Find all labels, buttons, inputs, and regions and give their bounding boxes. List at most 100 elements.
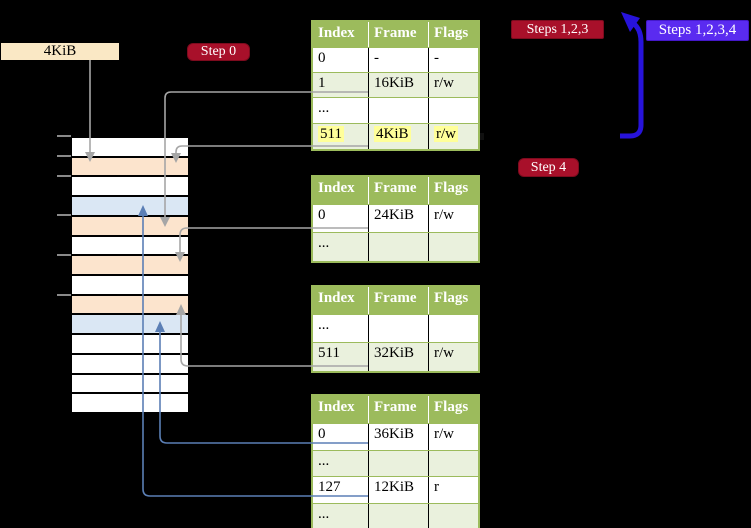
table-cell: 511 [313,123,369,149]
table-cell: r/w [434,75,454,92]
step-4-label: Step 4 [518,158,579,177]
table-cell: Frame [369,396,429,423]
table-cell [429,504,478,528]
frame-size-label: 4KiB [1,43,119,60]
table-cell: Index [313,22,369,47]
memory-frame-row [72,236,188,257]
table-cell [429,98,478,122]
table-cell: 511 [313,343,369,371]
table-cell: r/w [429,124,478,149]
table-cell [429,233,478,261]
table-cell: r [434,479,439,495]
tick-mark [57,155,71,157]
physical-memory-stack [70,136,190,414]
table-cell: Index [313,396,369,423]
memory-frame-row [72,157,188,178]
table-cell: r/w [434,426,454,442]
memory-frame-row [72,256,188,277]
table-cell [369,450,429,476]
table-cell: ... [313,450,369,476]
table-cell: Frame [369,287,429,314]
table-cell: 0 [313,424,369,450]
table-cell: 12KiB [369,477,429,503]
memory-frame-row [72,295,188,316]
memory-frame-row [72,138,188,158]
table-cell [369,233,429,261]
table-cell: 36KiB [369,424,429,450]
tick-mark [57,214,71,216]
tick-mark [57,254,71,256]
table-cell: Frame [369,177,429,204]
table-cell: Flags [434,399,469,415]
tick-mark [57,175,71,177]
table-cell: Flags [434,180,469,196]
table-row: ... [313,233,478,261]
steps-loop-arrow [620,21,644,139]
table-cell [369,503,429,528]
table-cell: ... [313,315,369,342]
memory-frame-row [72,374,188,395]
arrow-nub [480,133,484,140]
tick-mark [57,294,71,296]
table-cell [369,315,429,342]
table-cell: ... [313,98,369,123]
arrowhead-upleft-icon [621,12,640,32]
table-cell: 16KiB [369,73,429,98]
table-cell: ... [313,233,369,261]
table-cell: 1 [313,73,369,98]
table-row: ... [313,315,478,343]
table-cell: 24KiB [369,205,429,232]
memory-frame-row [72,197,188,217]
steps-1234-label: Steps 1,2,3,4 [646,20,749,41]
table-cell [429,315,478,342]
table-cell: - [369,48,429,73]
table-row: ... [313,450,478,477]
steps-123-label: Steps 1,2,3 [511,20,604,39]
table-row: 0-- [313,48,478,74]
table-cell: 4KiB [369,123,429,149]
table-row: ... [313,503,478,528]
memory-frame-row [72,177,188,198]
highlighted-value: 511 [318,125,344,142]
tick-mark [57,135,71,137]
table-cell: 0 [313,205,369,232]
highlighted-value: r/w [434,125,458,142]
table-cell: ... [313,503,369,528]
memory-frame-row [72,276,188,296]
table-cell: Index [313,287,369,314]
step-0-label: Step 0 [187,43,250,61]
memory-frame-row [72,354,188,375]
table-row: 511 4KiB r/w [313,123,478,149]
table-cell: r/w [434,345,454,361]
table-cell: r/w [434,207,454,223]
table-cell: 0 [313,48,369,73]
memory-frame-row [72,335,188,355]
table-cell: Index [313,177,369,204]
table-row: ... [313,98,478,124]
table-cell: - [434,50,439,66]
table-cell [429,451,478,477]
memory-frame-row [72,315,188,336]
highlighted-value: 4KiB [374,125,411,142]
table-cell: Flags [434,25,469,41]
table-cell: Frame [369,22,429,47]
table-cell [369,98,429,123]
table-cell: Flags [434,290,469,306]
memory-frame-row [72,216,188,237]
table-cell: 127 [313,477,369,503]
memory-frame-row [72,394,188,413]
